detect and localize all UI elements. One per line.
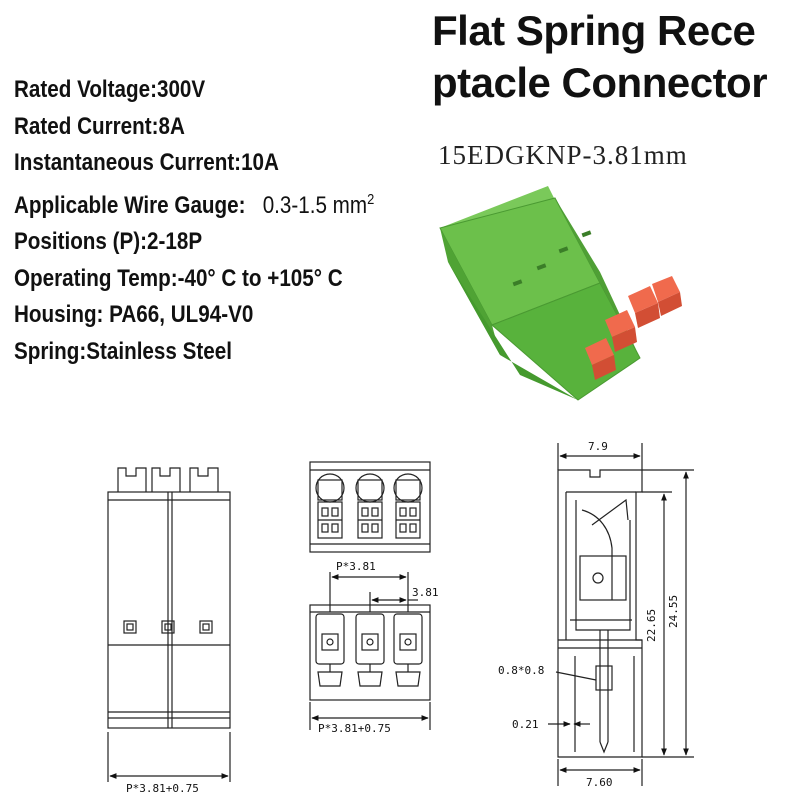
side-view-drawing	[548, 443, 694, 786]
side-bottom-width-dimension: 7.60	[586, 776, 613, 789]
front-view-drawing	[107, 467, 231, 782]
part-number: 15EDGKNP-3.81mm	[438, 140, 688, 170]
connector-product-image	[439, 186, 682, 401]
product-title-line-1: Flat Spring Rece	[432, 7, 756, 54]
height-outer-dimension: 24.55	[667, 595, 680, 628]
spec-housing: Housing: PA66, UL94-V0	[14, 301, 254, 328]
top-pitch-dimension: P*3.81	[336, 560, 376, 573]
spec-positions: Positions (P):2-18P	[14, 228, 203, 255]
top-width-dimension: P*3.81+0.75	[318, 722, 391, 735]
front-width-dimension: P*3.81+0.75	[126, 782, 199, 795]
pin-offset-dimension: 0.21	[512, 718, 539, 731]
connector-slots	[512, 230, 592, 287]
top-view-upper-drawing	[309, 461, 431, 553]
side-top-width-dimension: 7.9	[588, 440, 608, 453]
spec-instantaneous-current: Instantaneous Current:10A	[14, 149, 279, 176]
spec-operating-temp: Operating Temp:-40° C to +105° C	[14, 264, 343, 292]
top-view-lower-drawing	[309, 572, 431, 730]
spec-rated-voltage: Rated Voltage:300V	[14, 76, 206, 103]
spec-wire-gauge: Applicable Wire Gauge: 0.3-1.5 mm2	[14, 190, 375, 219]
spec-list: Rated Voltage:300V Rated Current:8A Inst…	[14, 72, 433, 370]
height-inner-dimension: 22.65	[645, 609, 658, 642]
top-pitch-single-dimension: 3.81	[412, 586, 439, 599]
pin-size-dimension: 0.8*0.8	[498, 664, 544, 677]
spec-rated-current: Rated Current:8A	[14, 112, 185, 140]
release-tabs	[585, 276, 682, 380]
spec-spring: Spring:Stainless Steel	[14, 337, 232, 365]
product-title-line-2: ptacle Connector	[432, 59, 768, 106]
